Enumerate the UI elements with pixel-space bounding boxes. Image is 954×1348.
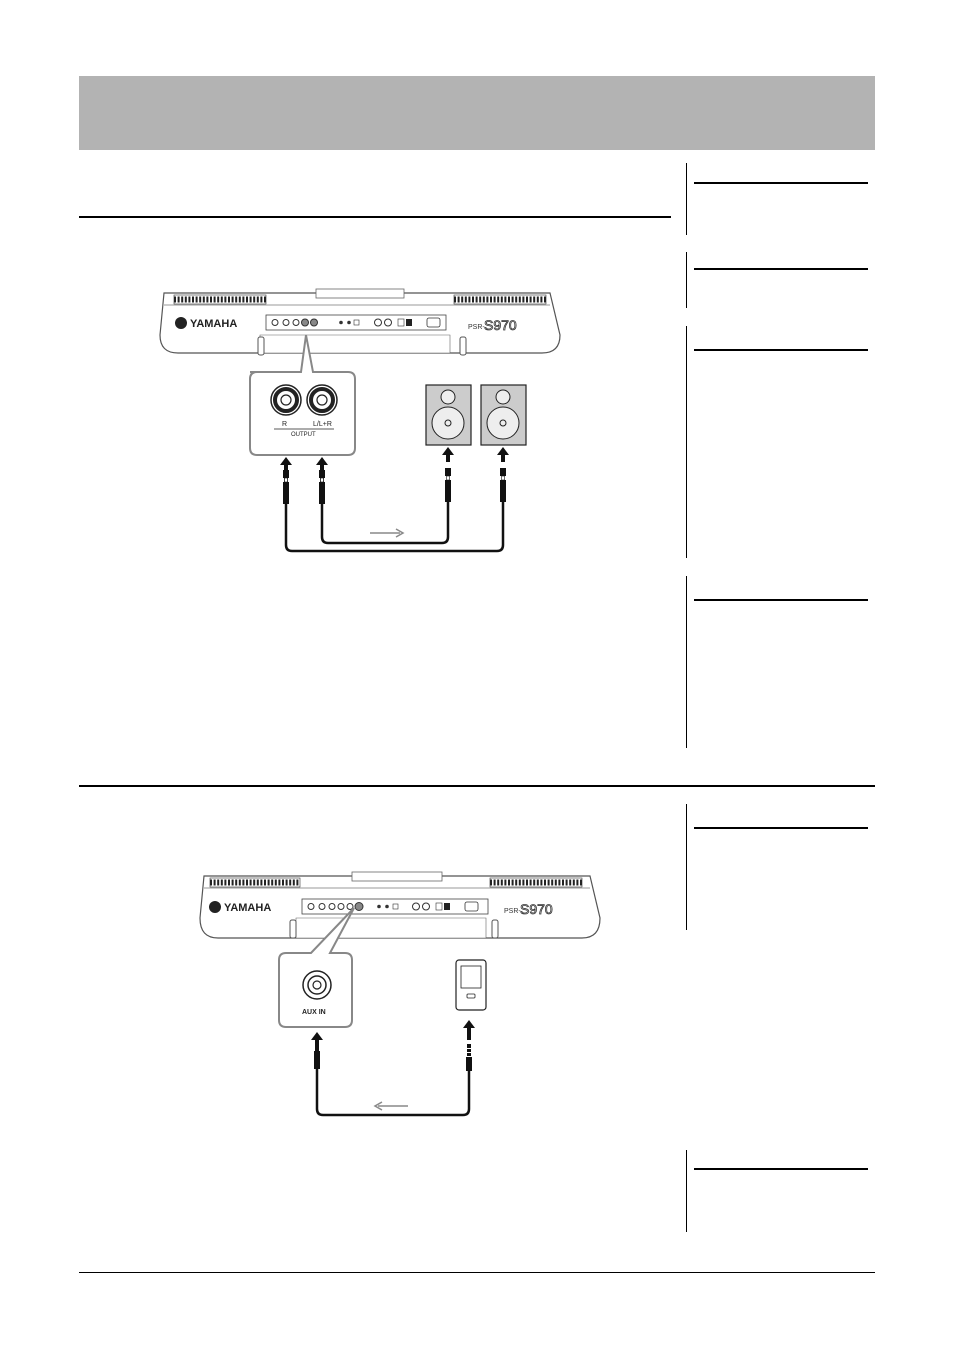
audio-cable <box>315 1069 471 1117</box>
keyboard-rear-panel: YAMAHA PSR- S970 <box>199 871 601 939</box>
output-jack-callout: R L/L+R OUTPUT <box>249 334 356 456</box>
margin-note-rule <box>694 268 868 270</box>
footer-rule <box>79 1272 875 1273</box>
model-name: S970 <box>520 901 553 917</box>
output-r-jack-icon <box>270 384 302 416</box>
audio-cables <box>284 502 505 553</box>
portable-audio-player-icon <box>455 959 487 1011</box>
aux-in-jack-icon <box>302 970 332 1000</box>
margin-bar <box>686 576 687 748</box>
model-prefix: PSR- <box>504 908 521 915</box>
margin-note-rule <box>694 827 868 829</box>
phone-plug-icon <box>283 468 506 504</box>
signal-flow-arrow <box>373 1101 408 1111</box>
mini-plug-icon <box>314 1038 472 1071</box>
output-l-jack-icon <box>306 384 338 416</box>
yamaha-logo-icon <box>209 901 221 913</box>
chapter-header-band <box>79 76 875 150</box>
jack-group-label: OUTPUT <box>291 432 316 438</box>
margin-note-rule <box>694 182 868 184</box>
jack-label-r: R <box>282 421 287 428</box>
aux-in-label: AUX IN <box>302 1009 326 1016</box>
speaker-right-icon <box>480 384 527 446</box>
connection-arrows <box>311 1020 475 1053</box>
signal-flow-arrow <box>370 528 405 538</box>
brand-label: YAMAHA <box>224 902 271 914</box>
margin-note-rule <box>694 599 868 601</box>
margin-note-rule <box>694 349 868 351</box>
speaker-left-icon <box>425 384 472 446</box>
margin-bar <box>686 163 687 235</box>
aux-in-jack-callout: AUX IN <box>278 907 355 1028</box>
margin-bar <box>686 804 687 930</box>
output-connection-diagram: YAMAHA PSR- S970 <box>150 285 590 560</box>
margin-bar <box>686 1150 687 1232</box>
model-prefix: PSR- <box>468 324 485 331</box>
model-name: S970 <box>484 317 517 333</box>
margin-bar <box>686 326 687 558</box>
jack-label-l: L/L+R <box>313 421 332 428</box>
brand-label: YAMAHA <box>190 318 237 330</box>
margin-note-rule <box>694 1168 868 1170</box>
yamaha-logo-icon <box>175 317 187 329</box>
keyboard-rear-panel: YAMAHA PSR- S970 <box>159 288 561 356</box>
aux-in-connection-diagram: YAMAHA PSR- S970 <box>190 868 610 1123</box>
margin-bar <box>686 252 687 308</box>
section-divider-top <box>79 216 671 218</box>
section-divider-middle <box>79 785 875 787</box>
